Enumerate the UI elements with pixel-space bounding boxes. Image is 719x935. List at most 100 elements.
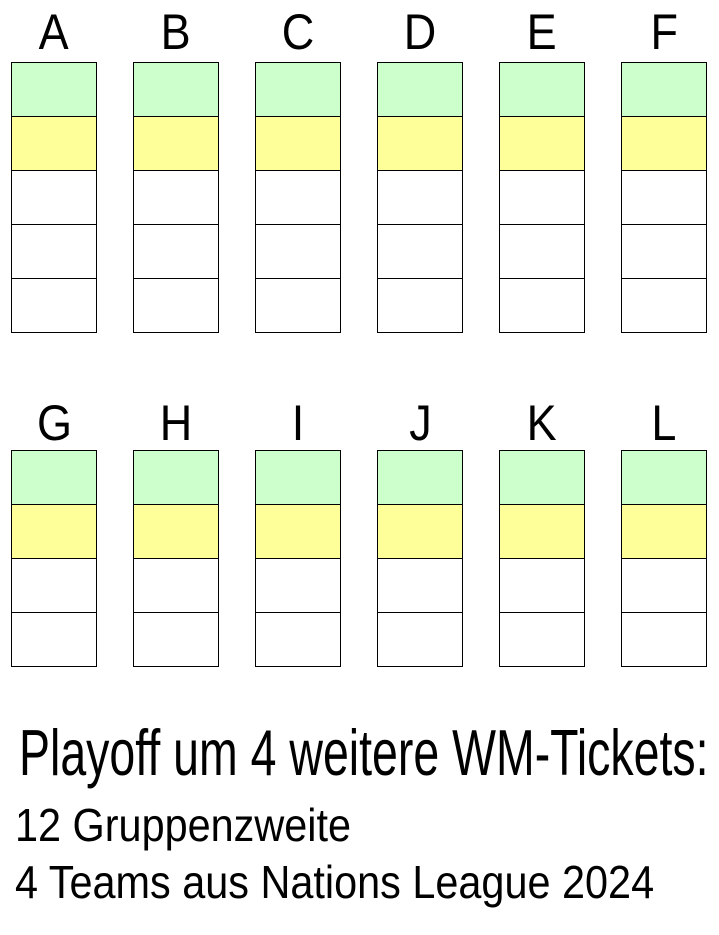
cell-empty (255, 224, 341, 279)
cell-empty (11, 170, 97, 225)
group-cell-stack (621, 62, 707, 333)
cell-playoff-spot (133, 116, 219, 171)
cell-empty (133, 558, 219, 613)
cell-empty (255, 170, 341, 225)
group-cell-stack (255, 62, 341, 333)
group-cell-stack (133, 450, 219, 667)
cell-playoff-spot (499, 504, 585, 559)
cell-direct-qualification (255, 62, 341, 117)
cell-empty (499, 612, 585, 667)
cell-playoff-spot (11, 504, 97, 559)
cell-empty (11, 224, 97, 279)
cell-direct-qualification (621, 450, 707, 505)
group-label-text: D (403, 4, 437, 60)
cell-direct-qualification (11, 450, 97, 505)
cell-direct-qualification (377, 450, 463, 505)
group-label-text: F (650, 4, 678, 60)
cell-playoff-spot (255, 504, 341, 559)
group-label-text: L (651, 395, 677, 451)
group-column-g: G (11, 390, 97, 667)
group-cell-stack (255, 450, 341, 667)
cell-direct-qualification (499, 62, 585, 117)
group-label: J (377, 390, 463, 450)
group-label-text: E (526, 4, 558, 60)
group-column-k: K (499, 390, 585, 667)
cell-empty (377, 558, 463, 613)
cell-playoff-spot (499, 116, 585, 171)
cell-empty (377, 612, 463, 667)
group-column-j: J (377, 390, 463, 667)
cell-empty (377, 224, 463, 279)
caption-title: Playoff um 4 weitere WM-Tickets: (19, 716, 709, 789)
group-label-text: B (160, 4, 192, 60)
group-label: A (11, 0, 97, 62)
group-column-i: I (255, 390, 341, 667)
cell-empty (11, 278, 97, 333)
group-label: C (255, 0, 341, 62)
group-column-l: L (621, 390, 707, 667)
cell-empty (621, 170, 707, 225)
group-label-text: K (526, 395, 558, 451)
group-label: B (133, 0, 219, 62)
cell-direct-qualification (11, 62, 97, 117)
cell-playoff-spot (377, 504, 463, 559)
cell-empty (499, 558, 585, 613)
cell-empty (11, 612, 97, 667)
cell-empty (499, 278, 585, 333)
cell-empty (133, 278, 219, 333)
group-column-d: D (377, 0, 463, 333)
cell-empty (621, 224, 707, 279)
group-label-text: A (38, 4, 70, 60)
cell-empty (255, 558, 341, 613)
cell-direct-qualification (499, 450, 585, 505)
cell-direct-qualification (377, 62, 463, 117)
group-label: H (133, 390, 219, 450)
cell-empty (499, 170, 585, 225)
group-cell-stack (621, 450, 707, 667)
cell-empty (133, 224, 219, 279)
group-column-a: A (11, 0, 97, 333)
group-label: I (255, 390, 341, 450)
caption-line-group-runners-up: 12 Gruppenzweite (15, 799, 352, 851)
cell-playoff-spot (11, 116, 97, 171)
cell-playoff-spot (255, 116, 341, 171)
group-row-top: A B C (11, 0, 707, 333)
group-cell-stack (11, 62, 97, 333)
cell-direct-qualification (621, 62, 707, 117)
group-label-text: G (36, 395, 72, 451)
cell-direct-qualification (133, 450, 219, 505)
cell-empty (133, 612, 219, 667)
group-row-bottom: G H I (11, 390, 707, 667)
cell-direct-qualification (133, 62, 219, 117)
cell-empty (255, 612, 341, 667)
group-column-e: E (499, 0, 585, 333)
cell-playoff-spot (377, 116, 463, 171)
cell-direct-qualification (255, 450, 341, 505)
group-column-f: F (621, 0, 707, 333)
cell-empty (621, 558, 707, 613)
group-cell-stack (133, 62, 219, 333)
cell-playoff-spot (621, 504, 707, 559)
group-label-text: J (408, 395, 432, 451)
group-label: F (621, 0, 707, 62)
group-column-b: B (133, 0, 219, 333)
cell-empty (255, 278, 341, 333)
group-cell-stack (11, 450, 97, 667)
cell-empty (377, 278, 463, 333)
group-column-h: H (133, 390, 219, 667)
cell-empty (621, 278, 707, 333)
group-cell-stack (377, 62, 463, 333)
caption-line-nations-league: 4 Teams aus Nations League 2024 (15, 856, 655, 908)
group-label-text: I (291, 395, 305, 451)
group-cell-stack (499, 62, 585, 333)
cell-empty (499, 224, 585, 279)
cell-empty (377, 170, 463, 225)
cell-empty (133, 170, 219, 225)
cell-empty (621, 612, 707, 667)
group-label: E (499, 0, 585, 62)
group-label: K (499, 390, 585, 450)
group-cell-stack (377, 450, 463, 667)
group-label: D (377, 0, 463, 62)
cell-empty (11, 558, 97, 613)
